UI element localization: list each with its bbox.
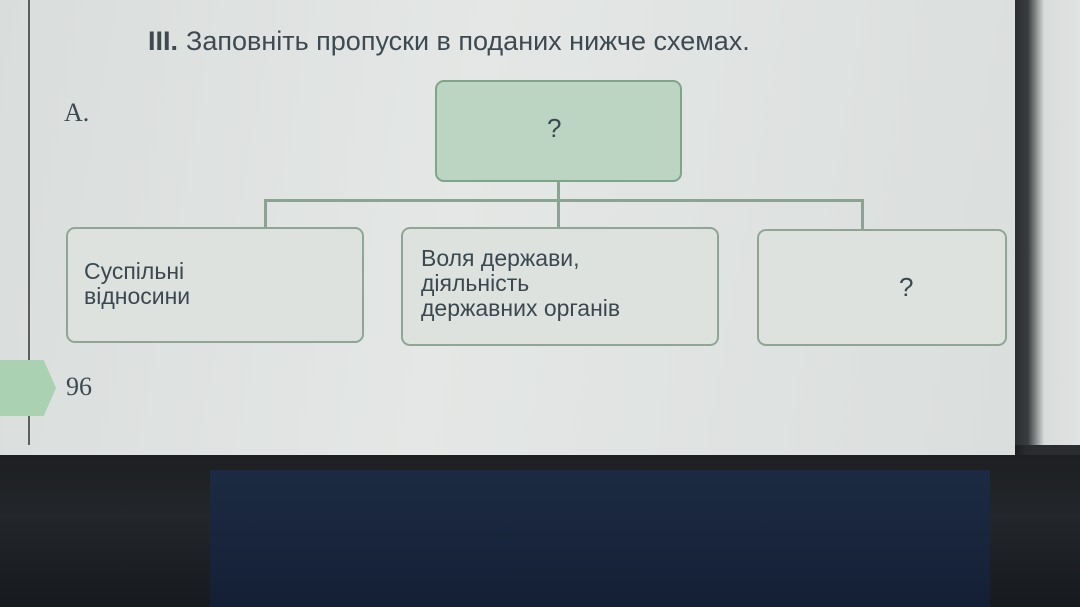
exercise-heading: III.Заповніть пропуски в поданих нижче с…: [148, 26, 750, 57]
child-box-2-text: Воля держави, діяльність державних орган…: [421, 245, 621, 321]
child-box-1: Суспільні відносини: [66, 227, 364, 343]
connector-right: [861, 199, 864, 231]
top-box-text: ?: [547, 113, 562, 143]
child-box-3: ?: [757, 229, 1007, 346]
exercise-number: III.: [148, 26, 179, 56]
child-box-1-text: Суспільні відносини: [84, 258, 191, 309]
child-box-3-text: ?: [899, 272, 914, 302]
page-margin-line: [28, 0, 30, 445]
blue-cover-background: [210, 470, 990, 607]
next-page-edge: [1015, 0, 1080, 445]
connector-vertical-top: [557, 180, 560, 202]
connector-left: [264, 199, 267, 229]
page-number: 96: [66, 372, 92, 401]
page-number-tab: [0, 360, 56, 416]
exercise-instruction: Заповніть пропуски в поданих нижче схема…: [186, 26, 750, 56]
connector-horizontal: [264, 199, 864, 202]
child-box-2: Воля держави, діяльність державних орган…: [401, 227, 719, 346]
top-box: ?: [435, 80, 682, 182]
connector-middle: [557, 199, 560, 229]
diagram-label: A.: [64, 98, 90, 127]
